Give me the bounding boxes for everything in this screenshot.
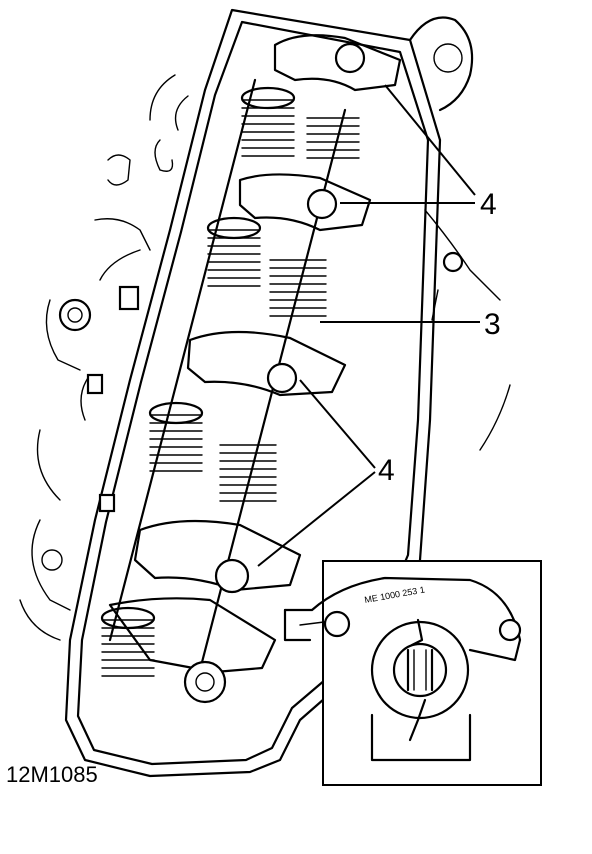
inset-detail-view: ME 1000 253 1	[283, 560, 542, 786]
figure-reference-code: 12M1085	[6, 762, 98, 787]
rocker-springs-centre	[219, 117, 360, 502]
callout-3-label: 3	[484, 308, 501, 341]
engine-block-detail-right	[408, 16, 511, 451]
rocker-springs-left	[100, 86, 296, 677]
callout-leaders	[257, 84, 480, 567]
rocker-pedestals	[108, 34, 402, 704]
callout-4-top-label: 4	[480, 188, 497, 221]
engine-block-detail-left	[19, 74, 189, 641]
cylinder-head-outline	[64, 8, 442, 778]
callout-4-middle-label: 4	[378, 454, 395, 487]
